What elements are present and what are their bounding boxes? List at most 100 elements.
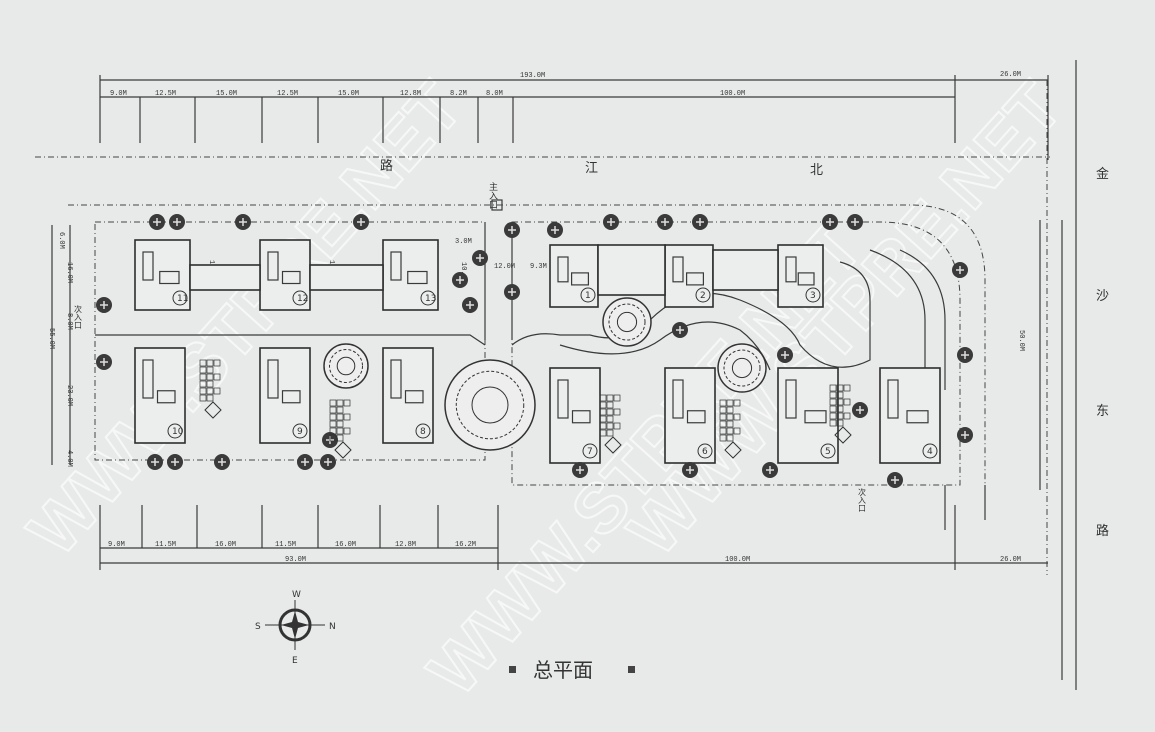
landscape [96,214,973,488]
house-number: 3 [810,291,816,301]
house-9: 9 [259,347,311,444]
tree-icon [777,347,793,363]
plan-title: 总平面 [509,658,635,682]
house-number: 13 [425,294,436,304]
house-7: 7 [549,367,601,464]
dim-left: 23.0M [65,385,73,406]
side-entrance-label: 次入口 [858,487,867,512]
tree-icon [320,454,336,470]
dim-seg: 9.0M [110,90,127,98]
watermark-text: WWW.STPRE.NET [13,67,477,570]
dim-seg: 11.5M [155,541,176,549]
compass-s: S [255,622,261,632]
road-label: 东 [1096,404,1109,419]
dim-top-right: 100.0M [720,90,745,98]
tree-icon [235,214,251,230]
dim-inner: 9.3M [530,263,547,271]
dim-left-total: 55.0M [47,328,55,349]
dim-seg: 15.0M [338,90,359,98]
left-dimensions: 6.0M 16.0M 8.0M 23.0M 4.0M 55.0M 次入口 50.… [47,225,1025,512]
tree-icon [297,454,313,470]
dim-seg: 12.8M [395,541,416,549]
road-label: 江 [585,161,598,176]
paving [329,399,352,459]
road-label: 金 [1096,166,1109,182]
roads: 路 江 北 金 沙 东 路 [35,60,1109,690]
house-10: 10 [134,347,186,444]
title-text: 总平面 [533,658,593,682]
house-connector [597,244,666,296]
dim-left: 8.0M [65,313,73,330]
paving [829,384,852,444]
tree-icon [957,427,973,443]
dim-seg: 16.0M [335,541,356,549]
house-connector [189,264,261,291]
dim-seg: 15.0M [216,90,237,98]
dim-bottom-total: 93.0M [285,556,306,564]
house-connector [712,249,779,291]
house-number: 10 [172,427,184,437]
bottom-dimensions: 9.0M 11.5M 16.0M 11.5M 16.0M 12.8M 16.2M… [99,220,1063,680]
road-label: 路 [380,158,393,174]
dim-seg: 16.0M [215,541,236,549]
tree-icon [657,214,673,230]
dim-bottom-right: 100.0M [725,556,750,564]
house-number: 5 [825,447,831,457]
dim-seg: 8.2M [450,90,467,98]
dim-seg: 9.0M [108,541,125,549]
dim-inner: 12.0M [494,263,515,271]
tree-icon [96,297,112,313]
compass-n: N [329,622,336,632]
fountain [717,343,767,393]
house-number: 2 [700,291,706,301]
dim-right-total: 50.0M [1017,330,1025,351]
house-number: 6 [702,447,708,457]
road-label: 沙 [1096,289,1109,304]
house-8: 8 [382,347,434,444]
compass-e: E [292,656,298,666]
tree-icon [472,250,488,266]
dim-left: 6.0M [57,232,65,249]
dim-inner: 3.0M [455,238,472,246]
dim-inner: 10.0M [459,262,467,283]
top-dimensions: 193.0M 26.0M 100.0M 9.0M 12.5M 15.0M 12.… [99,71,1049,160]
tree-icon [672,322,688,338]
tree-icon [504,284,520,300]
dim-seg: 11.5M [275,541,296,549]
dim-left: 4.0M [65,450,73,467]
tree-icon [353,214,369,230]
tree-icon [682,462,698,478]
tree-icon [822,214,838,230]
house-13: 13 [382,239,439,311]
main-entrance-label: 主入口 [487,181,498,209]
dim-seg: 12.8M [400,90,421,98]
house-4: 4 [879,367,941,464]
tree-icon [957,347,973,363]
dim-left: 16.0M [65,262,73,283]
tree-icon [462,297,478,313]
house-1: 1 [549,244,599,308]
house-2: 2 [664,244,714,308]
tree-icon [852,402,868,418]
fountain [323,343,369,389]
dim-seg: 16.2M [455,541,476,549]
watermark-text: WWW.STPRE.NET [613,67,1077,570]
tree-icon [147,454,163,470]
house-number: 8 [420,427,426,437]
tree-icon [603,214,619,230]
tree-icon [952,262,968,278]
dim-top-total: 193.0M [520,72,545,80]
tree-icon [169,214,185,230]
tree-icon [572,462,588,478]
side-entrance-label: 次入口 [74,304,83,329]
road-label: 北 [810,163,823,178]
compass-w: W [292,590,301,600]
house-number: 4 [927,447,933,457]
house-number: 7 [587,447,593,457]
dim-seg: 8.0M [486,90,503,98]
dim-seg: 12.5M [155,90,176,98]
house-number: 9 [297,427,303,437]
roundabout [444,359,536,451]
